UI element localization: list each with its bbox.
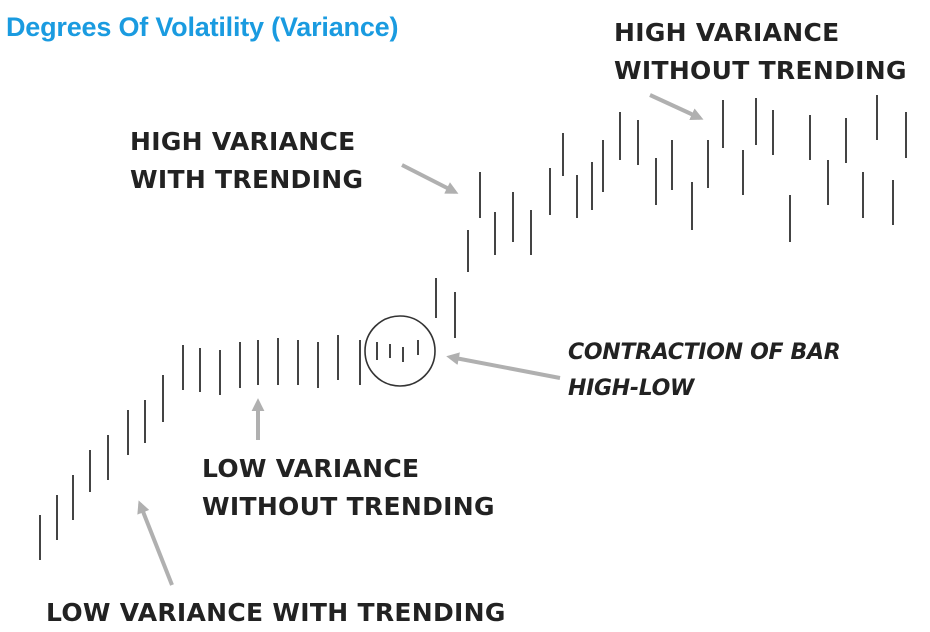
label-line: LOW VARIANCE bbox=[202, 454, 420, 483]
pointer-arrows bbox=[137, 93, 704, 586]
label-line: HIGH VARIANCE bbox=[614, 18, 840, 47]
label-line: HIGH-LOW bbox=[568, 376, 695, 401]
label-line: LOW VARIANCE WITH TRENDING bbox=[46, 598, 506, 627]
label-high-variance-without-trending: HIGH VARIANCE WITHOUT TRENDING bbox=[614, 14, 907, 90]
price-bars bbox=[39, 95, 907, 560]
arrow-contraction bbox=[446, 352, 561, 380]
label-low-variance-without-trending: LOW VARIANCE WITHOUT TRENDING bbox=[202, 450, 495, 526]
arrow-high-variance-with-trending bbox=[401, 163, 459, 194]
label-line: WITHOUT TRENDING bbox=[614, 56, 907, 85]
arrow-high-variance-without-trending bbox=[649, 93, 704, 121]
label-line: HIGH VARIANCE bbox=[130, 127, 356, 156]
diagram-title: Degrees Of Volatility (Variance) bbox=[6, 12, 399, 42]
label-contraction: CONTRACTION OF BAR HIGH-LOW bbox=[568, 335, 841, 407]
label-high-variance-with-trending: HIGH VARIANCE WITH TRENDING bbox=[130, 123, 363, 199]
contraction-circle bbox=[364, 315, 436, 387]
label-line: WITHOUT TRENDING bbox=[202, 492, 495, 521]
arrow-low-variance-with-trending bbox=[137, 500, 174, 586]
label-low-variance-with-trending: LOW VARIANCE WITH TRENDING bbox=[46, 594, 506, 632]
label-line: WITH TRENDING bbox=[130, 165, 364, 194]
label-line: CONTRACTION OF BAR bbox=[568, 340, 841, 365]
